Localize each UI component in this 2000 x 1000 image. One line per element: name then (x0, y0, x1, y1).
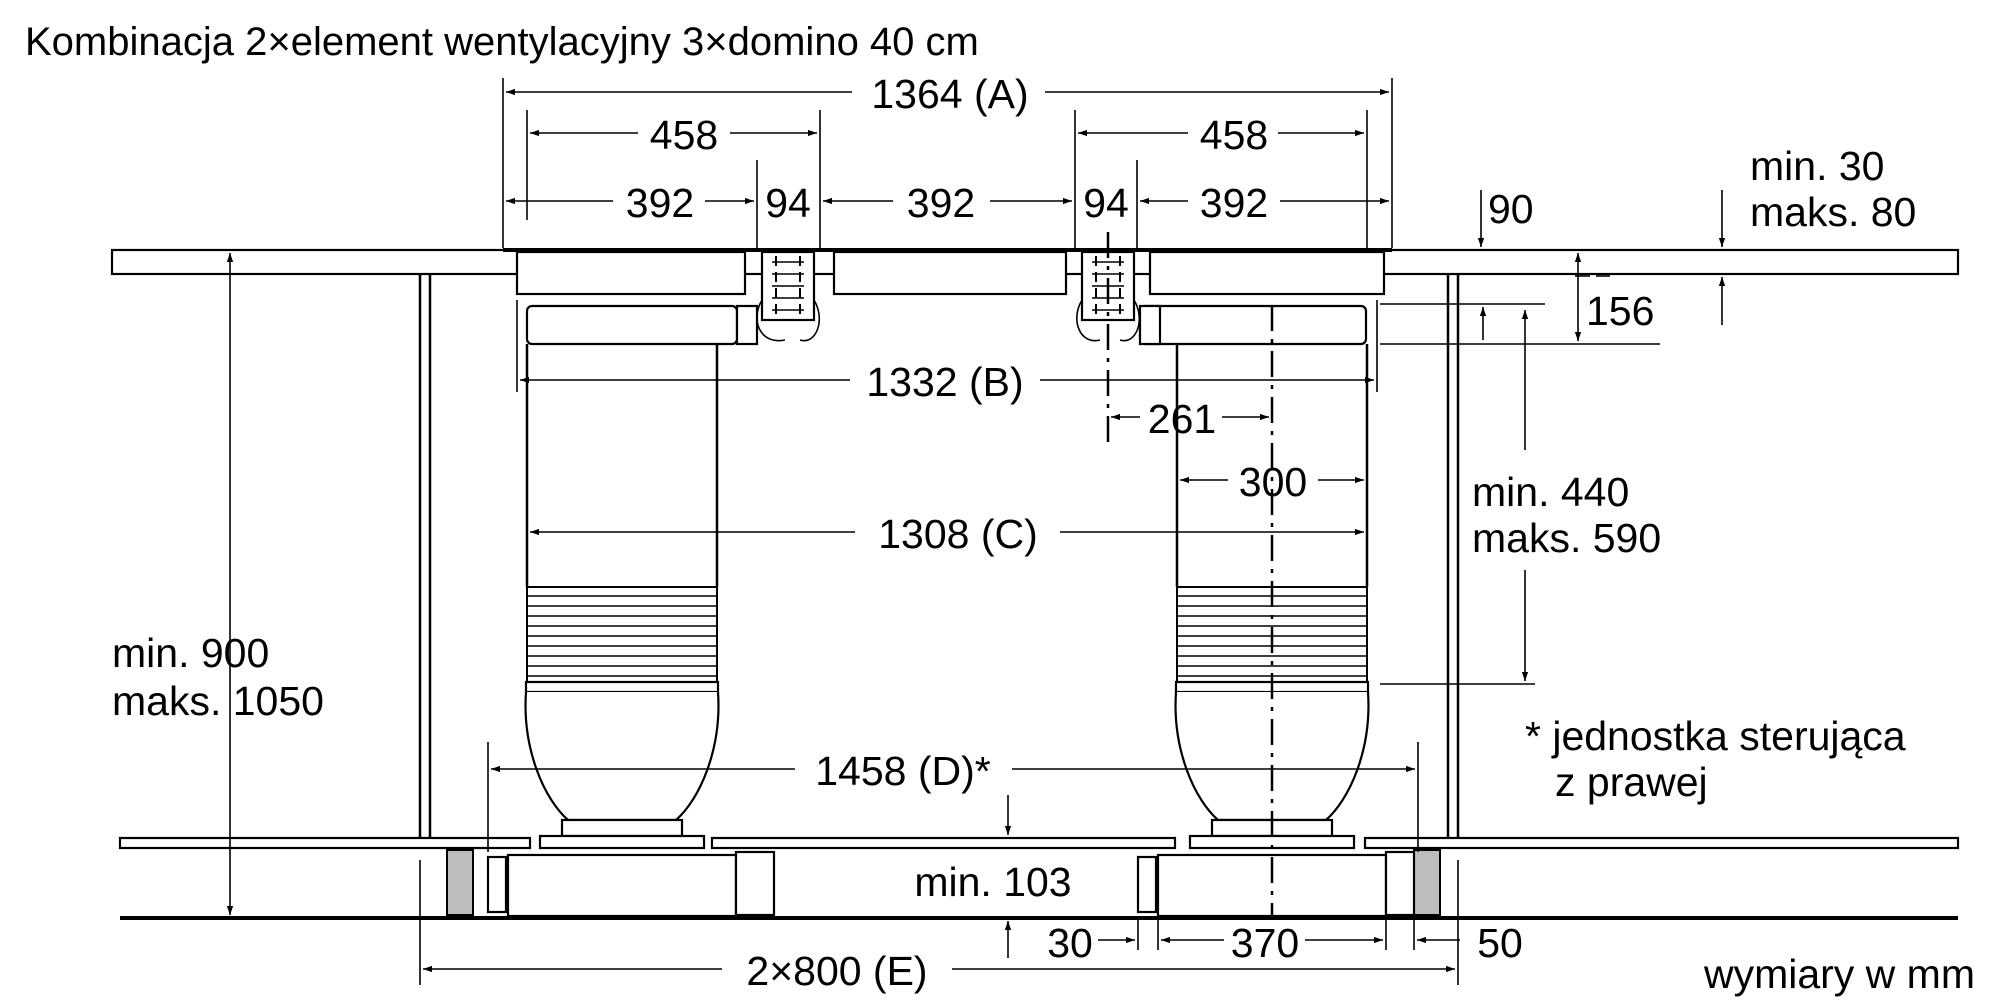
dimension-lines (226, 78, 1726, 985)
dim-50: 50 (1477, 920, 1523, 966)
dim-392-2: 392 (907, 180, 975, 226)
dim-300: 300 (1239, 459, 1307, 505)
dim-1458-d: 1458 (D)* (815, 748, 991, 794)
dim-duct-max: maks. 590 (1472, 515, 1661, 561)
footnote-line-1: * jednostka sterująca (1525, 713, 1906, 759)
fan-unit-right (1136, 850, 1416, 918)
dim-30: 30 (1047, 920, 1093, 966)
dim-1332-b: 1332 (B) (866, 359, 1023, 405)
dim-392-1: 392 (626, 180, 694, 226)
dim-156: 156 (1586, 288, 1654, 334)
dim-1308-c: 1308 (C) (878, 511, 1038, 557)
dim-94-1: 94 (765, 180, 811, 226)
units-note: wymiary w mm (1703, 951, 1975, 997)
dim-261: 261 (1148, 396, 1216, 442)
flat-duct-left (525, 304, 759, 346)
cooktop-modules (515, 250, 1386, 296)
cabinet-walls (418, 274, 1460, 845)
dim-392-3: 392 (1200, 180, 1268, 226)
cabinet-feet (446, 849, 1441, 916)
diagram-title: Kombinacja 2×element wentylacyjny 3×domi… (25, 20, 979, 64)
dim-thickness-max: maks. 80 (1750, 189, 1916, 235)
vent-element-left (756, 250, 821, 342)
bottom-shelf (118, 836, 1960, 850)
dim-height-max: maks. 1050 (112, 678, 324, 724)
dimension-labels: 1364 (A) 458 458 392 94 392 94 392 1332 … (112, 71, 1916, 994)
dim-458-left: 458 (650, 112, 718, 158)
dim-duct-min: min. 440 (1472, 469, 1629, 515)
dim-370: 370 (1231, 920, 1299, 966)
dim-94-2: 94 (1083, 180, 1129, 226)
dim-458-right: 458 (1200, 112, 1268, 158)
dim-thickness-min: min. 30 (1750, 143, 1884, 189)
dim-height-min: min. 900 (112, 630, 269, 676)
dim-2x800-e: 2×800 (E) (746, 948, 927, 994)
flat-duct-right (1138, 304, 1368, 346)
dim-90: 90 (1488, 186, 1534, 232)
footnote-line-2: z prawej (1555, 759, 1708, 805)
fan-unit-left (486, 850, 776, 918)
dim-min-103: min. 103 (914, 859, 1071, 905)
dim-1364-a: 1364 (A) (871, 71, 1028, 117)
vertical-duct-left (524, 344, 720, 850)
